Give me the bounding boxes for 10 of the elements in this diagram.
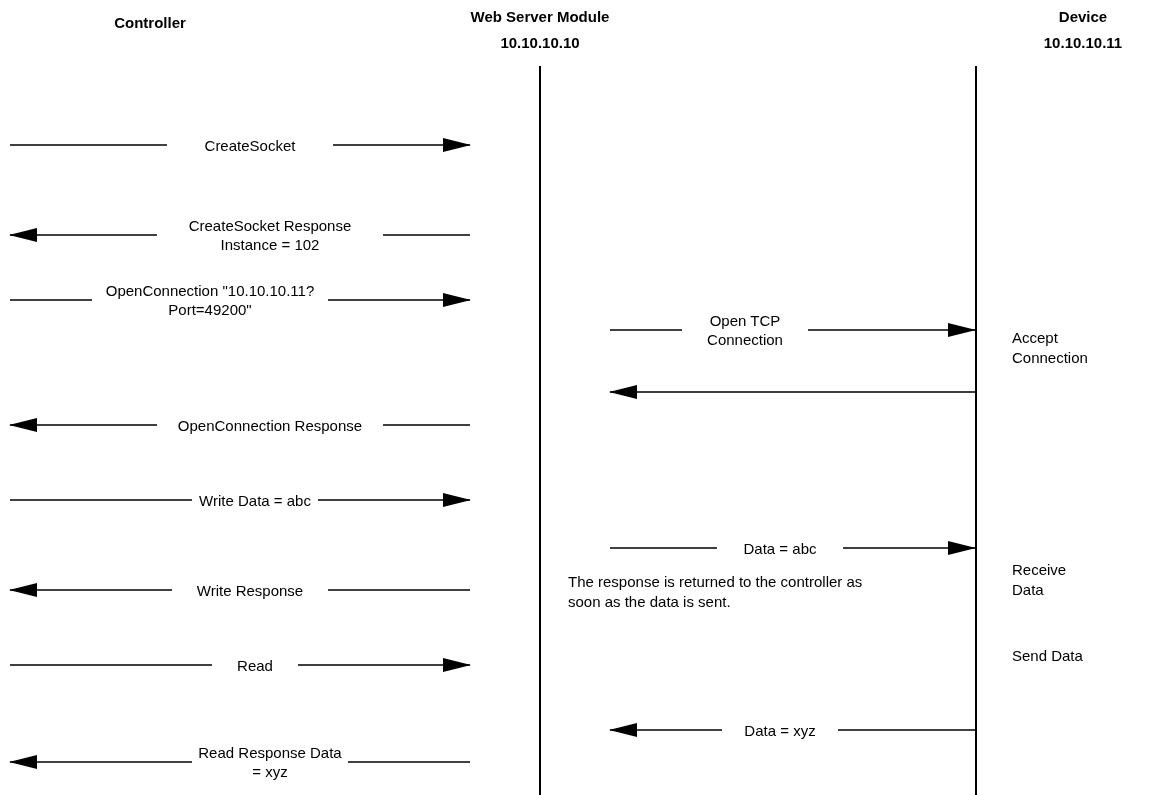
participant-name: Device	[1057, 7, 1109, 27]
ip-address: 10.10.10.11	[1042, 33, 1124, 53]
device-action: Accept Connection	[1012, 328, 1089, 368]
device-action: Send Data	[1012, 646, 1084, 666]
ip-address: 10.10.10.10	[499, 33, 581, 53]
participant-name: Controller	[60, 6, 240, 56]
device-action: Receive Data	[1012, 560, 1068, 600]
note-text: The response is returned to the controller as soon as the data is sent.	[568, 572, 864, 612]
message-arrow	[609, 385, 976, 399]
participant-name: Web Server Module	[470, 7, 610, 27]
